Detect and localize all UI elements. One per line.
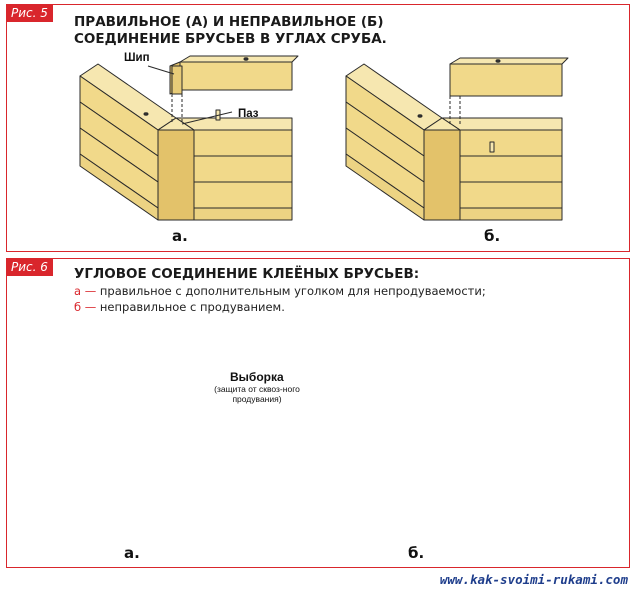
item-a-dash: — (84, 284, 97, 298)
fig5-caption-b: б. (484, 227, 501, 245)
item-a-text: правильное с дополнительным уголком для … (99, 284, 486, 298)
figure-6-tag: Рис. 6 (7, 259, 53, 276)
label-tenon: Шип (124, 52, 150, 64)
item-a-letter: а (74, 284, 82, 298)
figure-6-item-b: б — неправильное с продуванием. (74, 300, 285, 314)
fig5a-log-corner (79, 55, 299, 221)
item-b-dash: — (84, 300, 97, 314)
item-b-letter: б (74, 300, 82, 314)
fig5-caption-a: а. (172, 227, 188, 245)
label-rebate: Выборка (230, 370, 284, 384)
item-b-text: неправильное с продуванием. (99, 300, 285, 314)
label-groove: Паз (238, 108, 259, 120)
figure-5-tag: Рис. 5 (7, 5, 53, 22)
watermark-url: www.kak-svoimi-rukami.com (439, 572, 628, 587)
figure-5-title-line-2: СОЕДИНЕНИЕ БРУСЬЕВ В УГЛАХ СРУБА. (74, 31, 387, 47)
figure-6-panel: Рис. 6 (6, 258, 630, 568)
figure-6-item-a: а — правильное с дополнительным уголком … (74, 284, 486, 298)
fig6-caption-a: а. (124, 544, 140, 562)
fig5b-log-corner (345, 57, 569, 221)
label-rebate-note: (защита от сквоз-ного продувания) (214, 384, 300, 404)
figure-5-title-line-1: ПРАВИЛЬНОЕ (А) И НЕПРАВИЛЬНОЕ (Б) (74, 14, 384, 30)
figure-6-title: УГЛОВОЕ СОЕДИНЕНИЕ КЛЕЁНЫХ БРУСЬЕВ: (74, 266, 420, 282)
fig6-caption-b: б. (408, 544, 425, 562)
